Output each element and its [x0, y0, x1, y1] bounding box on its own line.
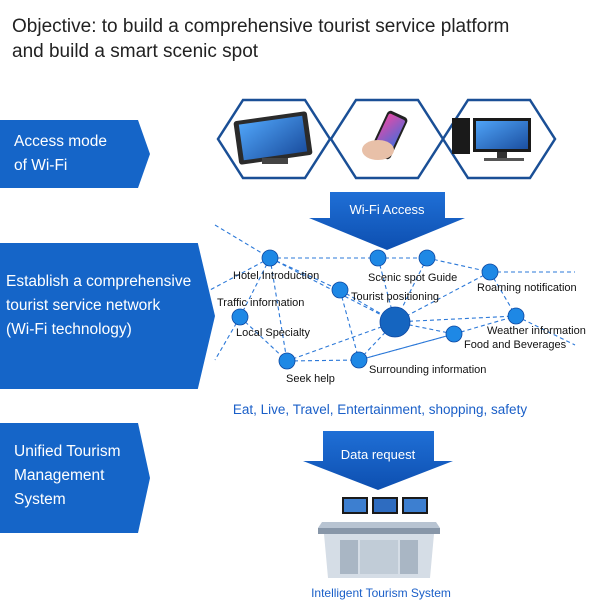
node-local-specialty — [231, 308, 249, 326]
objective-line-1: Objective: to build a comprehensive tour… — [12, 16, 510, 37]
intelligent-tourism-system-label: Intelligent Tourism System — [311, 586, 451, 600]
node-tourist-positioning — [331, 281, 349, 299]
node-roaming-notification — [481, 263, 499, 281]
stage-service-network-line-3: (Wi-Fi technology) — [6, 321, 132, 338]
stage-service-network-line-1: Establish a comprehensive — [6, 273, 192, 290]
control-center-desk-icon — [318, 497, 440, 578]
data-request-label: Data request — [341, 447, 416, 462]
node-food-and-beverages — [445, 325, 463, 343]
stage-access-mode-box: Access mode of Wi-Fi — [0, 120, 150, 188]
network-labels: Hotel Introduction Scenic spot Guide Roa… — [217, 270, 586, 385]
services-line: Eat, Live, Travel, Entertainment, shoppi… — [233, 402, 527, 417]
stage-access-mode-line-1: Access mode — [14, 133, 108, 150]
stage-management-system-box: Unified Tourism Management System — [0, 423, 150, 533]
node-surrounding-information — [350, 351, 368, 369]
network-nodes — [231, 249, 525, 370]
stage-access-mode-line-2: of Wi-Fi — [14, 157, 68, 174]
objective-title: Objective: to build a comprehensive tour… — [12, 14, 572, 64]
node-hotel-introduction — [261, 249, 279, 267]
data-request-arrow: Data request — [303, 431, 453, 490]
label-surrounding-information: Surrounding information — [369, 364, 486, 376]
label-food-and-beverages: Food and Beverages — [464, 339, 567, 351]
stage-service-network-line-2: tourist service network — [6, 297, 161, 314]
label-traffic-information: Traffic information — [217, 297, 304, 309]
tablet-icon — [216, 98, 332, 180]
node-weather-information — [507, 307, 525, 325]
label-tourist-positioning: Tourist positioning — [351, 291, 439, 303]
label-seek-help: Seek help — [286, 373, 335, 385]
label-weather-information: Weather information — [487, 325, 586, 337]
label-scenic-spot-guide: Scenic spot Guide — [368, 272, 457, 284]
node-hub — [379, 306, 411, 338]
stage-service-network-box: Establish a comprehensive tourist servic… — [0, 243, 215, 389]
stage-management-system-line-2: Management — [14, 467, 105, 484]
smartphone-icon — [329, 98, 445, 180]
wifi-access-label: Wi-Fi Access — [349, 202, 425, 217]
label-roaming-notification: Roaming notification — [477, 282, 577, 294]
objective-line-2: and build a smart scenic spot — [12, 41, 259, 62]
desktop-computer-icon — [441, 98, 557, 180]
label-local-specialty: Local Specialty — [236, 327, 310, 339]
stage-management-system-line-3: System — [14, 491, 66, 508]
node-scenic-spot-guide-2 — [418, 249, 436, 267]
stage-management-system-line-1: Unified Tourism — [14, 443, 121, 460]
node-scenic-spot-guide — [369, 249, 387, 267]
network-links — [209, 224, 576, 362]
node-seek-help — [278, 352, 296, 370]
label-hotel-introduction: Hotel Introduction — [233, 270, 319, 282]
wifi-access-arrow: Wi-Fi Access — [309, 192, 465, 250]
